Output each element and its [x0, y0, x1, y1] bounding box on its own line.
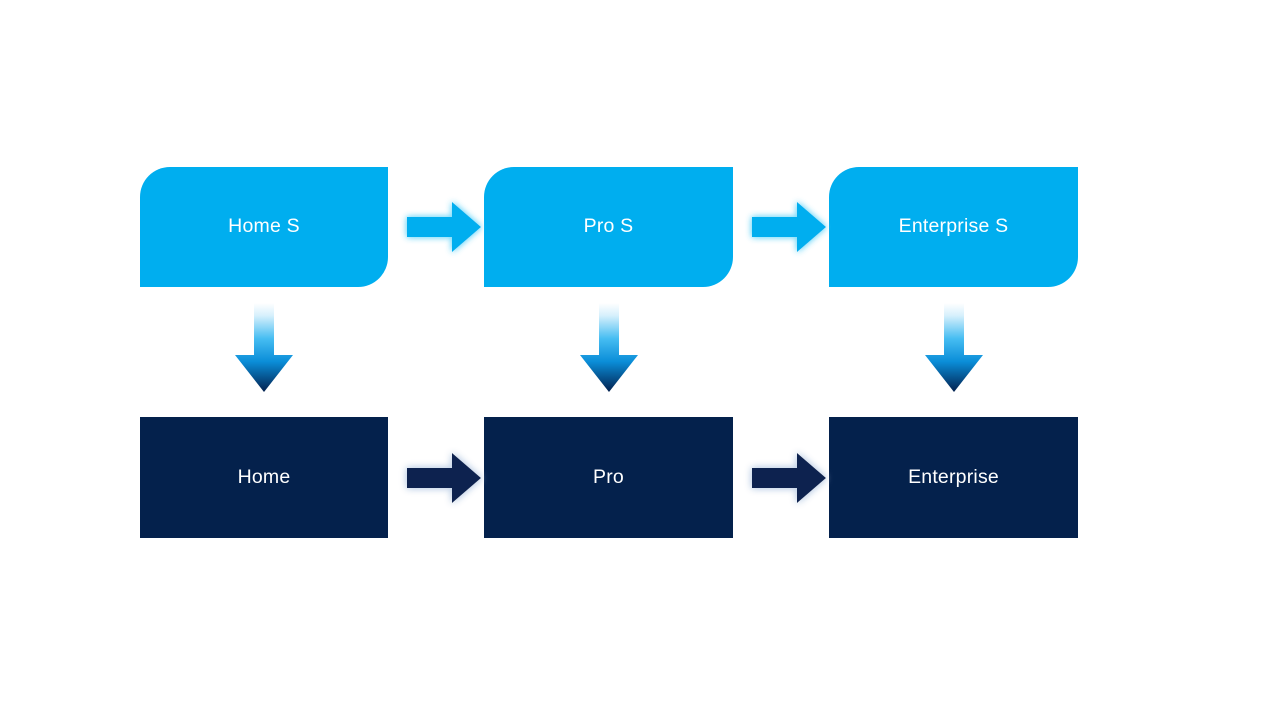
node-label: Enterprise S: [898, 215, 1009, 238]
node-home-s[interactable]: Home S: [140, 167, 388, 287]
arrow-right-icon: [404, 447, 484, 509]
node-label: Pro S: [583, 215, 634, 238]
node-label: Home S: [228, 215, 300, 238]
node-label: Pro: [593, 465, 624, 488]
node-pro-s[interactable]: Pro S: [484, 167, 733, 287]
arrow-down-icon: [232, 303, 296, 395]
arrow-right-icon: [749, 447, 829, 509]
arrow-down-icon: [922, 303, 986, 395]
node-label: Enterprise: [908, 465, 999, 488]
node-label: Home: [237, 465, 291, 488]
arrow-right-icon: [749, 196, 829, 258]
node-enterprise-s[interactable]: Enterprise S: [829, 167, 1078, 287]
arrow-down-icon: [577, 303, 641, 395]
node-pro[interactable]: Pro: [484, 417, 733, 538]
node-home[interactable]: Home: [140, 417, 388, 538]
arrow-right-icon: [404, 196, 484, 258]
node-enterprise[interactable]: Enterprise: [829, 417, 1078, 538]
